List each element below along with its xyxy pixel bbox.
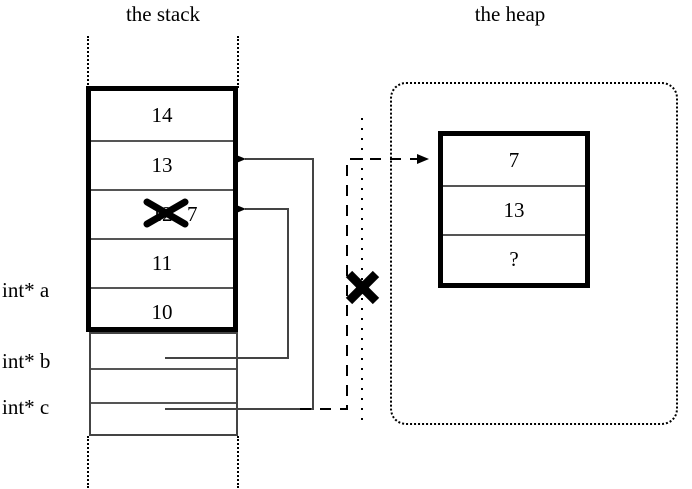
stack-cell-2-old-value-group: 12 (143, 198, 188, 228)
heap-cell-1-value: 13 (503, 198, 525, 222)
x-cross-icon (345, 270, 380, 305)
variable-label-c: int* c (2, 395, 50, 419)
heap-title: the heap (474, 2, 546, 26)
stack-frame-box: 14 13 12 7 11 10 (86, 86, 238, 332)
stack-cell-3-value: 11 (151, 251, 173, 275)
stack-cell-2: 12 7 (91, 189, 233, 238)
stack-title: the stack (125, 2, 201, 26)
stack-cell-3: 11 (91, 238, 233, 287)
heap-cell-0-value: 7 (508, 148, 520, 172)
stack-guide-right-top (237, 36, 239, 88)
stack-cell-4: 10 (91, 287, 233, 336)
heap-block: 7 13 ? (438, 131, 590, 288)
heap-cell-0: 7 (443, 136, 585, 185)
stack-cell-1-value: 13 (151, 153, 173, 177)
stack-cell-4-value: 10 (151, 300, 173, 324)
stack-cell-0-value: 14 (151, 103, 173, 127)
stack-cell-0: 14 (91, 91, 233, 140)
heap-cell-2: ? (443, 234, 585, 283)
pointer-cell-a (91, 334, 236, 368)
stack-cell-2-value: 12 (151, 202, 173, 226)
stack-guide-left-top (87, 36, 89, 88)
stack-guide-left-bottom (87, 436, 89, 488)
stack-pointer-box (89, 332, 238, 436)
stack-cell-1: 13 (91, 140, 233, 189)
pointer-cell-c (91, 402, 236, 436)
stack-guide-right-bottom (237, 436, 239, 488)
pointer-cell-b (91, 368, 236, 402)
variable-label-b: int* b (2, 349, 51, 373)
heap-cell-2-value: ? (509, 247, 519, 271)
heap-cell-1: 13 (443, 185, 585, 234)
variable-label-a: int* a (2, 278, 50, 302)
stack-cell-2-new-value: 7 (187, 202, 198, 226)
